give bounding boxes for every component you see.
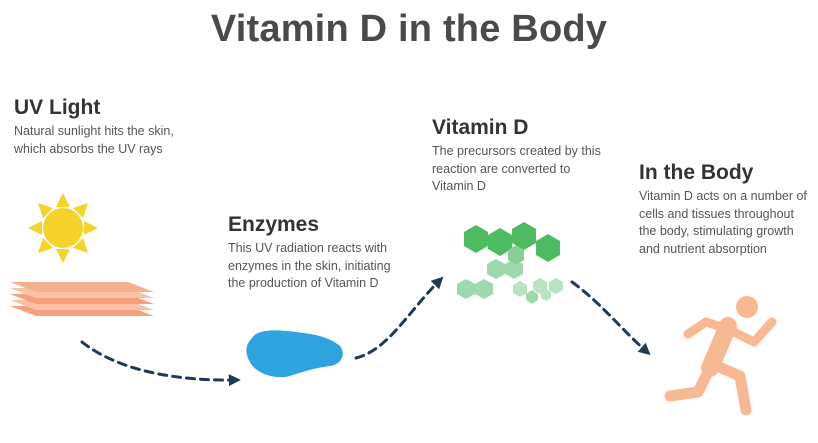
- step-in-the-body: In the Body Vitamin D acts on a number o…: [639, 161, 809, 258]
- page-title: Vitamin D in the Body: [210, 8, 608, 50]
- flow-arrow: [354, 276, 444, 360]
- flow-arrow: [570, 280, 651, 356]
- molecule-hexagons-icon: [457, 222, 563, 304]
- step-heading: Enzymes: [228, 213, 320, 236]
- step-uv-light: UV Light Natural sunlight hits the skin,…: [14, 96, 174, 158]
- step-vitamin-d: Vitamin D The precursors created by this…: [432, 116, 607, 196]
- step-heading: Vitamin D: [432, 116, 529, 139]
- enzyme-blob-icon: [246, 330, 343, 378]
- flow-arrow: [80, 340, 241, 387]
- step-heading: UV Light: [14, 96, 101, 119]
- skin-layers-icon: [10, 282, 154, 316]
- running-person-icon: [664, 296, 777, 416]
- sun-icon: [28, 193, 98, 263]
- step-description: Vitamin D acts on a number of cells and …: [639, 189, 807, 256]
- step-description: The precursors created by this reaction …: [432, 144, 601, 194]
- step-heading: In the Body: [639, 161, 754, 184]
- step-description: Natural sunlight hits the skin, which ab…: [14, 124, 174, 156]
- step-enzymes: Enzymes This UV radiation reacts with en…: [228, 213, 398, 293]
- step-description: This UV radiation reacts with enzymes in…: [228, 241, 391, 291]
